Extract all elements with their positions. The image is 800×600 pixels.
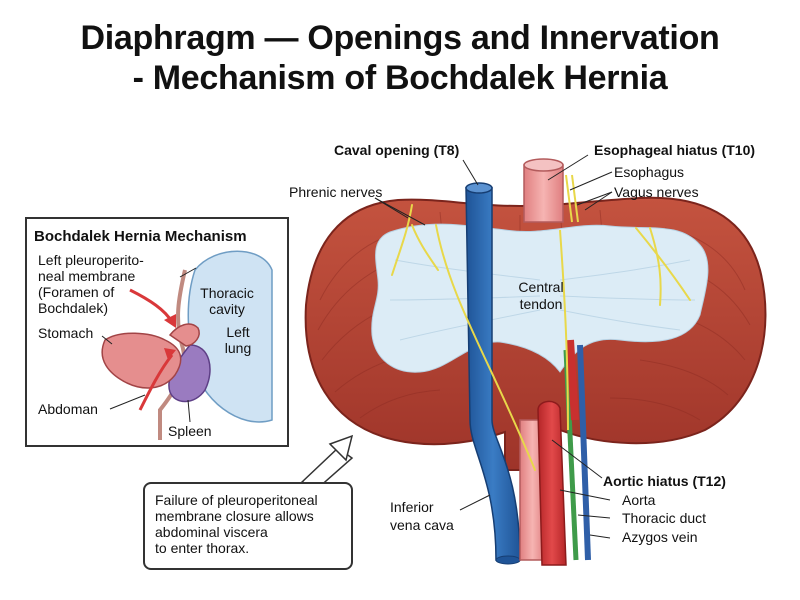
callout-box: Failure of pleuroperitoneal membrane clo… [143,482,353,570]
callout-line-2: membrane closure allows [155,508,314,524]
label-ivc-2: vena cava [390,517,454,533]
tendon-fibers [389,259,696,341]
phrenic-nerve-lines [391,204,691,471]
label-aorta: Aorta [622,492,656,508]
esophagus-tube [523,164,564,223]
inset-stomach-neck [168,323,200,347]
ivc-lumen [465,182,493,194]
label-central-tendon-2: tendon [520,296,563,312]
inset-abdomen-label: Abdoman [38,401,98,417]
callout-line-4: to enter thorax. [155,540,250,556]
inset-leaders [101,267,197,423]
label-azygos-vein: Azygos vein [622,529,697,545]
callout-line-1: Failure of pleuroperitoneal [155,492,318,508]
label-central-tendon-1: Central [518,279,563,295]
inset-spleen-label: Spleen [168,423,212,439]
title-line-2: - Mechanism of Bochdalek Hernia [132,59,668,97]
page-title: Diaphragm — Openings and Innervation - M… [0,18,800,98]
inset-lung-2: lung [225,340,251,356]
inset-membrane-2: neal membrane [38,268,135,284]
label-ivc-1: Inferior [390,499,434,515]
label-aortic-hiatus: Aortic hiatus (T12) [603,473,726,489]
label-thoracic-duct: Thoracic duct [622,510,706,526]
vagus-nerve-lines [559,174,579,431]
azygos-vein [577,344,591,561]
label-vagus-nerves: Vagus nerves [614,184,699,200]
label-phrenic-nerves: Phrenic nerves [289,184,382,200]
central-tendon [371,223,709,373]
inset-lung-1: Left [226,324,249,340]
leader-lines [374,154,613,539]
label-esophageal-hiatus: Esophageal hiatus (T10) [594,142,755,158]
inset-panel: Bochdalek Hernia Mechanism Left pleurope… [25,217,289,447]
callout-line-3: abdominal viscera [155,524,268,540]
title-line-1: Diaphragm — Openings and Innervation [80,19,720,57]
inset-title: Bochdalek Hernia Mechanism [34,228,247,245]
inset-arrowhead-1 [164,314,176,328]
inset-stomach [101,332,182,389]
callout-pointer-head [328,434,354,462]
aorta-vessel [537,400,567,566]
inset-membrane [158,269,187,440]
label-caval-opening: Caval opening (T8) [334,142,459,158]
aorta-upper [566,339,579,421]
inset-arrowhead-2 [164,348,176,360]
inset-membrane-3: (Foramen of [38,284,114,300]
inset-membrane-4: Bochdalek) [38,300,108,316]
inset-stomach-label: Stomach [38,325,93,341]
label-esophagus: Esophagus [614,164,684,180]
inset-thoracic-2: cavity [209,301,245,317]
inset-thoracic-1: Thoracic [200,285,254,301]
esophagus-lumen [523,158,564,172]
ivc-bottom [495,555,521,565]
inset-membrane-1: Left pleuroperito- [38,252,144,268]
